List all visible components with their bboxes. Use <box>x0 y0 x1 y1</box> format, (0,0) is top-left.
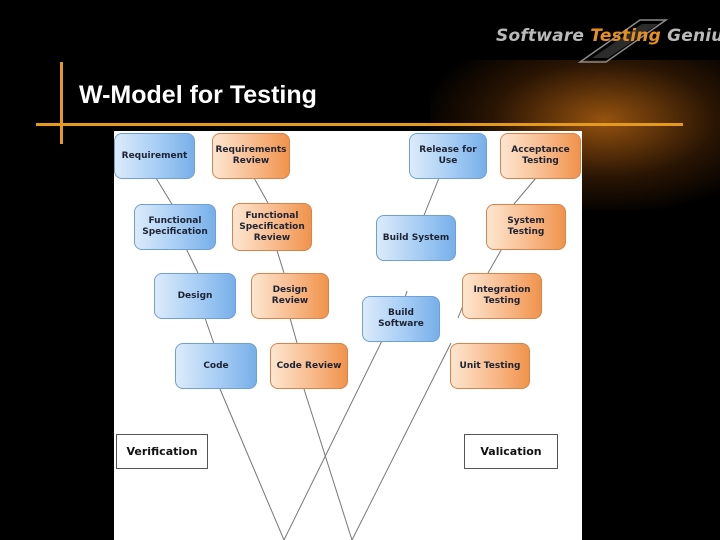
w-model-diagram: Requirement Requirements Review Release … <box>114 131 582 540</box>
code-box: Code <box>175 343 257 389</box>
build-system-box: Build System <box>376 215 456 261</box>
unit-testing-box: Unit Testing <box>450 343 530 389</box>
connector-line <box>351 342 452 540</box>
connector-line <box>253 177 269 204</box>
connector-lines <box>155 177 537 540</box>
verification-label: Verification <box>116 434 208 469</box>
requirement-box: Requirement <box>114 133 195 179</box>
brand-word-1: Software <box>496 26 585 46</box>
connector-line <box>219 388 285 540</box>
design-review-box: Design Review <box>251 273 329 319</box>
brand-swoosh-icon <box>577 19 669 63</box>
system-testing-box: System Testing <box>486 204 566 250</box>
brand-word-3: Genius <box>667 26 720 46</box>
functional-specification-box: Functional Specification <box>134 204 216 250</box>
code-review-box: Code Review <box>270 343 348 389</box>
requirements-review-box: Requirements Review <box>212 133 290 179</box>
brand-word-2: Testing <box>590 26 661 46</box>
accent-horizontal-line <box>36 123 683 126</box>
design-box: Design <box>154 273 236 319</box>
connector-line <box>303 388 353 540</box>
release-for-use-box: Release for Use <box>409 133 487 179</box>
accent-vertical-line <box>60 62 63 144</box>
connector-line <box>513 177 537 205</box>
connector-line <box>204 317 215 345</box>
connector-line <box>155 177 174 207</box>
validation-label: Valication <box>464 434 558 469</box>
build-software-box: Build Software <box>362 296 440 342</box>
page-title: W-Model for Testing <box>79 81 317 109</box>
connector-line <box>289 317 298 344</box>
integration-testing-box: Integration Testing <box>462 273 542 319</box>
functional-specification-review-box: Functional Specification Review <box>232 203 312 251</box>
acceptance-testing-box: Acceptance Testing <box>500 133 581 179</box>
brand-logo: Software Testing Genius <box>496 26 720 46</box>
